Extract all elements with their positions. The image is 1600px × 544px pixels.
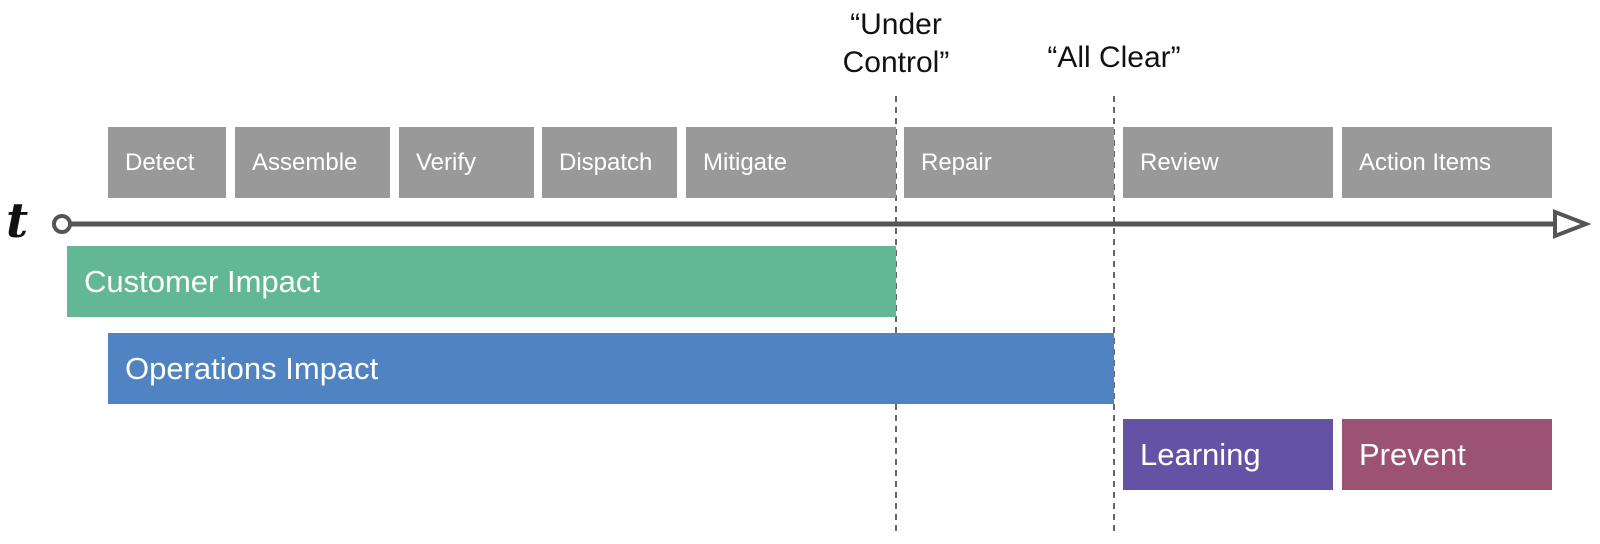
prevent-bar: Prevent [1342,419,1552,490]
phase-assemble: Assemble [235,127,390,198]
under-control-text: “Under Control” [842,8,950,79]
time-axis-origin [52,214,72,234]
phase-review: Review [1123,127,1333,198]
all-clear-text: “All Clear” [1047,41,1181,74]
phase-action-items: Action Items [1342,127,1552,198]
phase-repair: Repair [904,127,1114,198]
phase-verify: Verify [399,127,534,198]
operations-impact-bar: Operations Impact [108,333,1114,404]
time-axis-label: t [6,193,29,249]
customer-impact-bar: Customer Impact [67,246,896,317]
time-axis-arrowhead [1553,209,1592,239]
phase-mitigate: Mitigate [686,127,896,198]
learning-bar: Learning [1123,419,1333,490]
under-control-label: “Under Control” [826,6,966,82]
phase-detect: Detect [108,127,226,198]
all-clear-label: “All Clear” [1024,39,1204,77]
phase-dispatch: Dispatch [542,127,677,198]
